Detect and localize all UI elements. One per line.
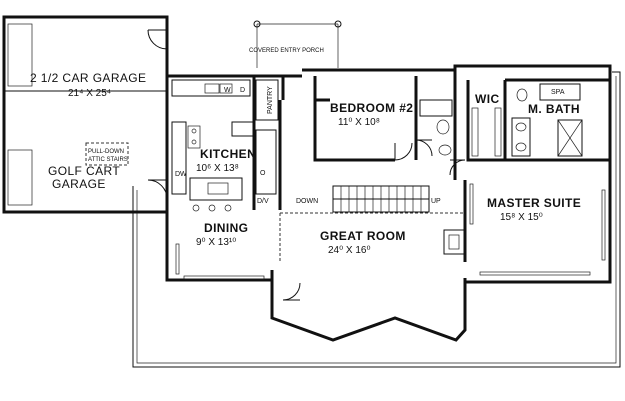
spa-name: SPA xyxy=(551,89,565,96)
staircase xyxy=(332,185,430,213)
doors xyxy=(282,139,466,301)
master-windows xyxy=(469,183,606,276)
great-room-name: GREAT ROOM xyxy=(320,229,406,243)
wic-name: WIC xyxy=(475,92,500,106)
master-bath-fixtures xyxy=(511,83,583,157)
kitchen-cabinets xyxy=(171,79,279,212)
washer-label: W xyxy=(224,87,231,94)
attic-label-1: PULL-DOWN xyxy=(88,149,124,155)
dining-windows xyxy=(175,243,265,280)
garage-name: 2 1/2 CAR GARAGE xyxy=(30,71,146,85)
pantry-label: PANTRY xyxy=(267,86,274,114)
fireplace xyxy=(443,229,465,255)
deck-outline xyxy=(132,71,621,368)
stairs-up-label: UP xyxy=(431,198,441,205)
dining-size: 9⁰ X 13¹⁰ xyxy=(196,237,236,248)
dining-name: DINING xyxy=(204,221,248,235)
dv-label: D/V xyxy=(257,198,269,205)
attic-stairs-hatch xyxy=(85,142,129,166)
kitchen-size: 10⁶ X 13⁸ xyxy=(196,163,239,174)
bedroom2-size: 11⁰ X 10⁸ xyxy=(338,117,380,128)
great-room-size: 24⁰ X 16⁰ xyxy=(328,245,371,256)
wic-shelves xyxy=(471,107,502,157)
golf-cart-label-1: GOLF CART xyxy=(48,164,120,178)
porch-label: COVERED ENTRY PORCH xyxy=(249,48,324,54)
oven-label: O xyxy=(260,170,266,177)
house-walls xyxy=(165,64,612,342)
garage-size: 21⁴ X 25⁴ xyxy=(68,88,111,99)
porch-posts xyxy=(253,20,342,68)
attic-label-2: ATTIC STAIRS xyxy=(88,157,128,163)
kitchen-name: KITCHEN xyxy=(200,147,256,161)
golf-cart-label-2: GARAGE xyxy=(52,177,106,191)
hall-bath-fixtures xyxy=(419,99,453,156)
mbath-name: M. BATH xyxy=(528,102,580,116)
master-suite-name: MASTER SUITE xyxy=(487,196,581,210)
dryer-label: D xyxy=(240,87,245,94)
dishwasher-label: DW xyxy=(175,171,187,178)
stairs-down-label: DOWN xyxy=(296,198,318,205)
bedroom2-name: BEDROOM #2 xyxy=(330,101,413,115)
master-suite-size: 15⁸ X 15⁰ xyxy=(500,212,543,223)
